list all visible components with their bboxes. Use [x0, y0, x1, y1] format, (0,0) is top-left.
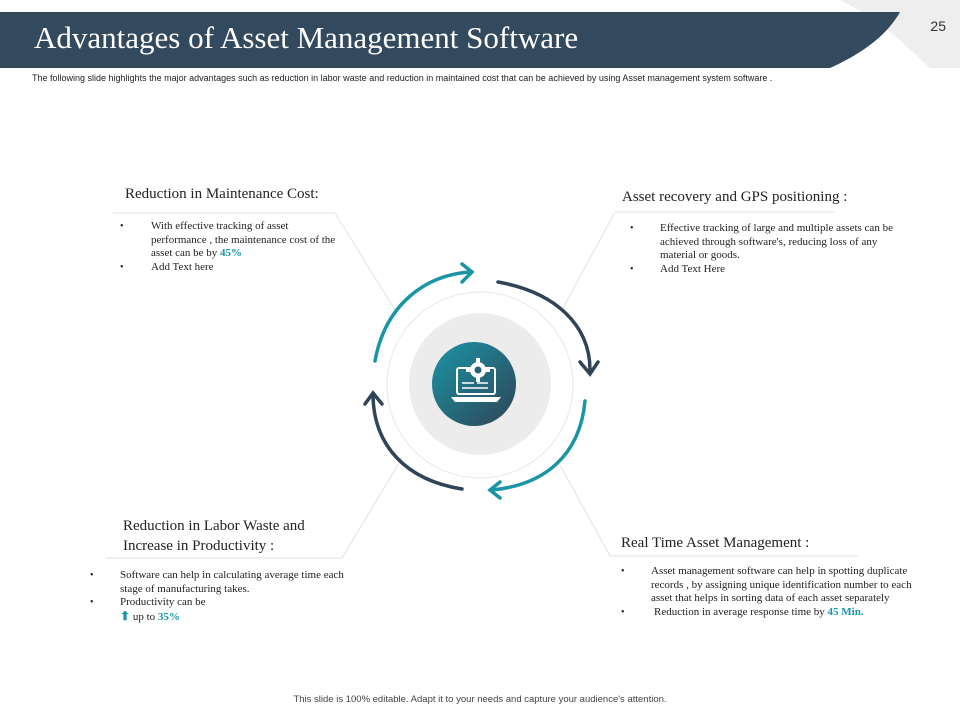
section-title-line: Increase in Productivity :: [123, 538, 275, 554]
bullet-text: Software can help in calculating average…: [120, 569, 344, 595]
accent-value: 45%: [220, 247, 243, 259]
section-list-maintenance-cost: • With effective tracking of asset perfo…: [120, 220, 345, 274]
list-item: • Software can help in calculating avera…: [90, 569, 360, 596]
list-item: • With effective tracking of asset perfo…: [120, 220, 336, 259]
bullet-text: With effective tracking of asset perform…: [151, 220, 336, 259]
cycle-arrow-top-left: [373, 270, 472, 363]
section-title-maintenance-cost: Reduction in Maintenance Cost:: [125, 186, 319, 202]
bullet-text: Asset management software can help in sp…: [651, 565, 912, 604]
list-item: • Add Text Here: [630, 263, 900, 277]
section-list-asset-recovery: • Effective tracking of large and multip…: [630, 222, 900, 276]
section-title-real-time: Real Time Asset Management :: [621, 535, 810, 551]
section-list-labor-waste: • Software can help in calculating avera…: [90, 569, 360, 624]
bullet-text: Add Text here: [151, 260, 214, 273]
accent-value: 45 Min.: [827, 605, 864, 618]
section-list-real-time: • Asset management software can help in …: [621, 565, 931, 619]
bullet-text: Add Text Here: [660, 262, 726, 275]
bullet-text: Reduction in average response time by: [654, 605, 825, 618]
list-item: • Asset management software can help in …: [621, 565, 931, 606]
accent-value: 35%: [157, 610, 180, 623]
list-item: • Effective tracking of large and multip…: [630, 222, 900, 263]
bullet-text: up to: [132, 610, 156, 623]
list-item: • Reduction in average response time by …: [621, 605, 864, 618]
slide-subtitle: The following slide highlights the major…: [32, 73, 773, 83]
section-title-asset-recovery: Asset recovery and GPS positioning :: [622, 189, 848, 205]
bullet-text: Effective tracking of large and multiple…: [660, 222, 893, 261]
page-title: Advantages of Asset Management Software: [34, 20, 579, 55]
section-title-line: Reduction in Labor Waste and: [123, 518, 305, 534]
list-item: • Productivity can be ⬆ up to 35%: [90, 596, 360, 624]
section-title-labor-waste: Reduction in Labor Waste and Increase in…: [123, 516, 305, 556]
outer-ring: [386, 291, 574, 479]
arrow-up-icon: ⬆: [120, 608, 131, 623]
connector-lines: [106, 211, 858, 559]
page-number: 25: [930, 18, 946, 34]
footer-note: This slide is 100% editable. Adapt it to…: [293, 694, 667, 705]
bullet-text: Productivity can be: [120, 596, 206, 608]
laptop-gear-icon: [432, 342, 516, 426]
cycle-arrow-bottom-left: [371, 394, 464, 491]
cycle-arrow-top-right: [496, 280, 592, 372]
title-banner: [0, 0, 960, 68]
cycle-arrow-bottom-right: [490, 399, 587, 492]
list-item: • Add Text here: [120, 261, 345, 275]
